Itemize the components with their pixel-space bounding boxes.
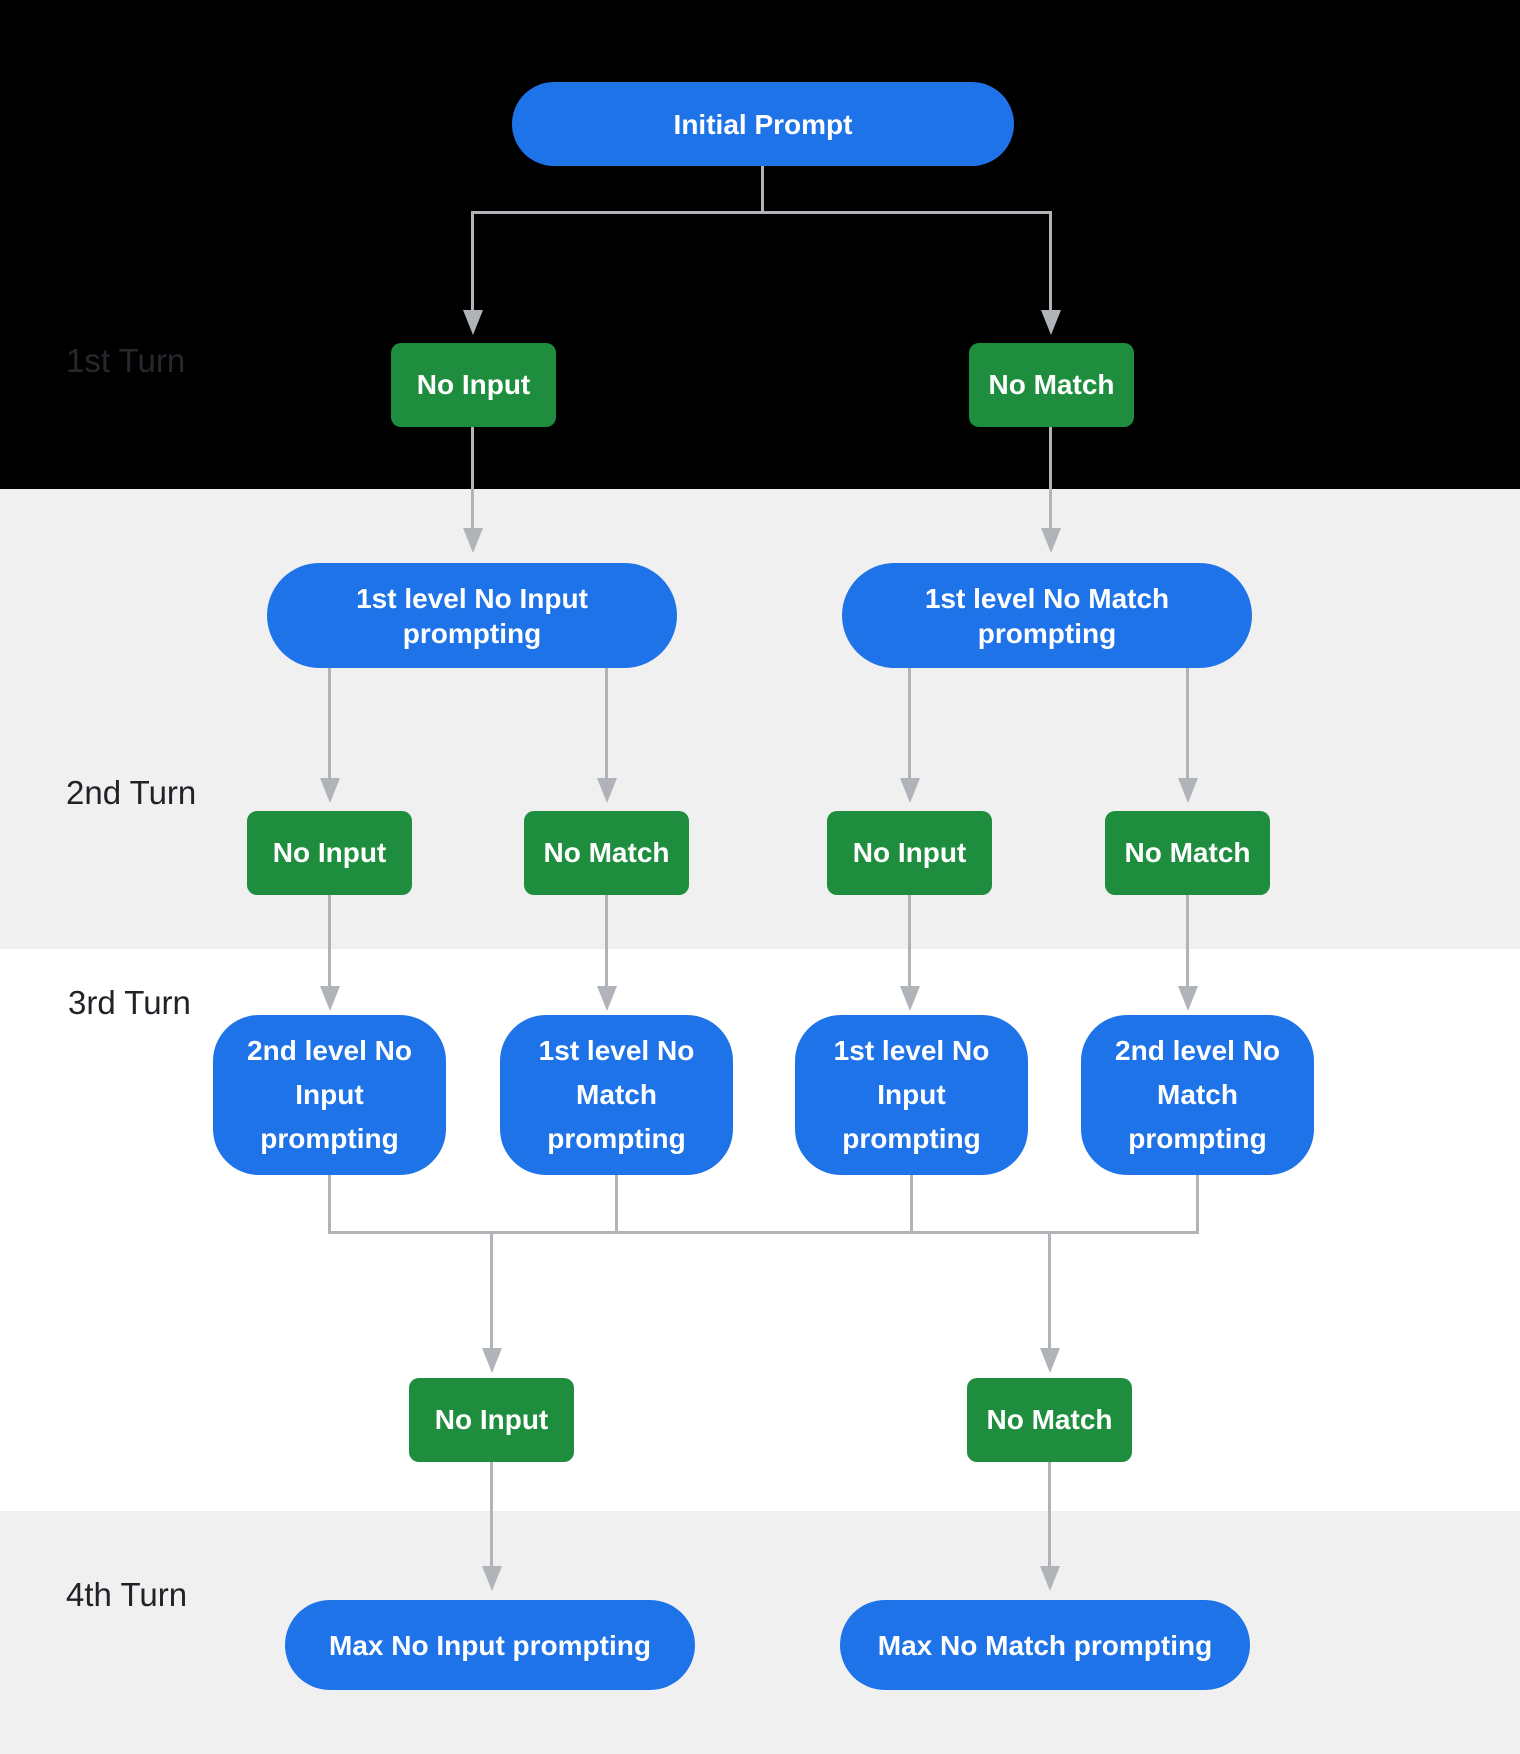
connector-line [908, 668, 911, 778]
turn2-label: 2nd Turn [66, 774, 197, 811]
arrow-down-icon [320, 986, 340, 1011]
arrow-down-icon [320, 778, 340, 803]
band-turn2 [0, 489, 1520, 949]
connector-line [471, 211, 474, 311]
node-initial-prompt: Initial Prompt [512, 82, 1014, 166]
connector-line [328, 1175, 331, 1234]
arrow-down-icon [1041, 528, 1061, 553]
arrow-down-icon [482, 1348, 502, 1373]
node-level1-no-input-prompting-2: 1st level No Input prompting [795, 1015, 1028, 1175]
node-turn1-no-match: No Match [969, 343, 1134, 427]
node-turn1-no-input: No Input [391, 343, 556, 427]
node-level1-no-input-prompting: 1st level No Input prompting [267, 563, 677, 668]
connector-line [761, 166, 764, 214]
connector-line [1048, 1231, 1051, 1348]
node-level2-no-input-prompting: 2nd level No Input prompting [213, 1015, 446, 1175]
connector-line [1186, 895, 1189, 986]
node-level2-no-match-prompting: 2nd level No Match prompting [1081, 1015, 1314, 1175]
connector-line [615, 1175, 618, 1234]
arrow-down-icon [1041, 310, 1061, 335]
node-turn2-no-input-right: No Input [827, 811, 992, 895]
connector-line [910, 1175, 913, 1234]
arrow-down-icon [482, 1566, 502, 1591]
node-turn4-no-input: No Input [409, 1378, 574, 1462]
arrow-down-icon [1040, 1566, 1060, 1591]
connector-line [1048, 1462, 1051, 1566]
connector-line [328, 1231, 1199, 1234]
connector-line [1049, 211, 1052, 311]
connector-line [490, 1231, 493, 1348]
node-turn4-no-match: No Match [967, 1378, 1132, 1462]
arrow-down-icon [900, 778, 920, 803]
connector-line [605, 895, 608, 986]
arrow-down-icon [463, 310, 483, 335]
node-max-no-match-prompting: Max No Match prompting [840, 1600, 1250, 1690]
node-turn2-no-match-right: No Match [1105, 811, 1270, 895]
connector-line [490, 1462, 493, 1566]
node-max-no-input-prompting: Max No Input prompting [285, 1600, 695, 1690]
connector-line [908, 895, 911, 986]
turn3-label: 3rd Turn [68, 984, 191, 1021]
node-level1-no-match-prompting-2: 1st level No Match prompting [500, 1015, 733, 1175]
connector-line [1196, 1175, 1199, 1234]
arrow-down-icon [1178, 986, 1198, 1011]
node-level1-no-match-prompting: 1st level No Match prompting [842, 563, 1252, 668]
connector-line [328, 668, 331, 778]
connector-line [471, 211, 1052, 214]
arrow-down-icon [1040, 1348, 1060, 1373]
connector-line [1049, 427, 1052, 528]
arrow-down-icon [463, 528, 483, 553]
turn1-label: 1st Turn [66, 342, 186, 379]
node-turn2-no-match-left: No Match [524, 811, 689, 895]
band-turn4 [0, 1511, 1520, 1754]
connector-line [328, 895, 331, 986]
arrow-down-icon [1178, 778, 1198, 803]
connector-line [471, 427, 474, 528]
arrow-down-icon [597, 986, 617, 1011]
connector-line [605, 668, 608, 778]
turn4-label: 4th Turn [66, 1576, 188, 1613]
node-turn2-no-input-left: No Input [247, 811, 412, 895]
arrow-down-icon [597, 778, 617, 803]
connector-line [1186, 668, 1189, 778]
arrow-down-icon [900, 986, 920, 1011]
band-turn1 [0, 0, 1520, 489]
